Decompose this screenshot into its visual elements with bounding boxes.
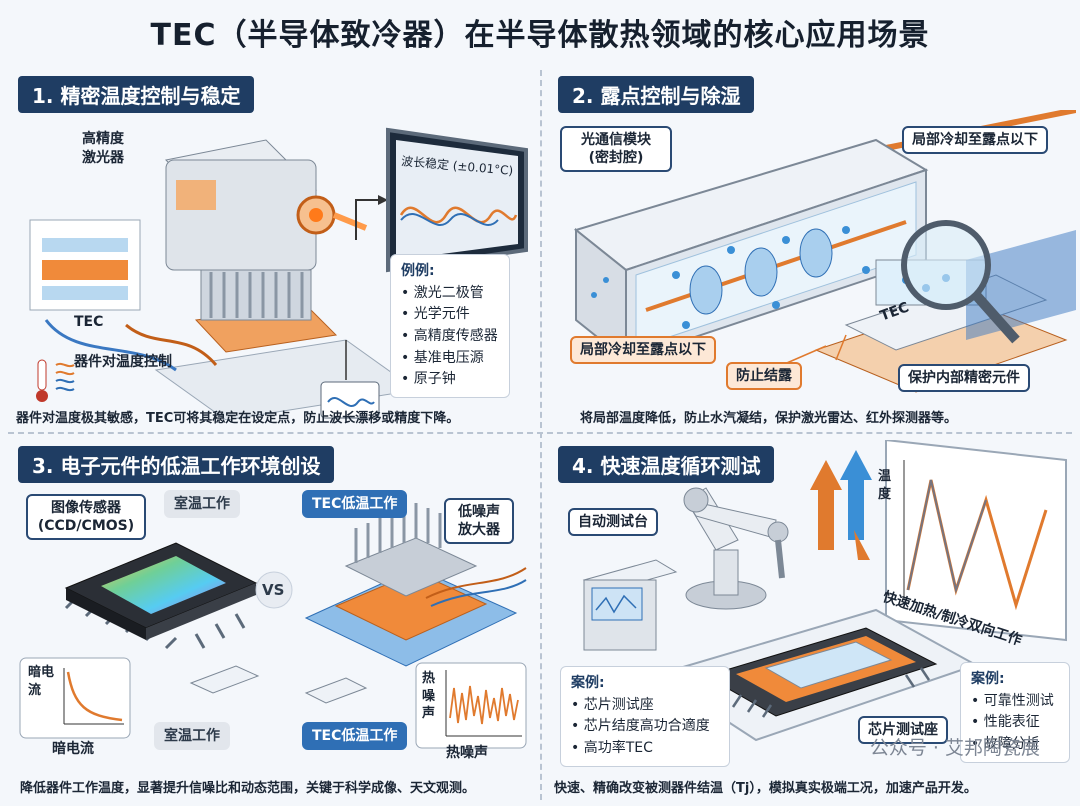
cool-bottom-label: 局部冷却至露点以下	[570, 336, 716, 365]
panel-thermal-cycling: 4. 快速温度循环测试 自动测试台 温度 快速加热/制	[546, 440, 1076, 800]
page-title: TEC（半导体致冷器）在半导体散热领域的核心应用场景	[150, 18, 930, 53]
thermometer-legend: 器件对温度控制	[74, 354, 172, 370]
list-item: 基准电压源	[401, 348, 499, 370]
room-temp-bottom: 室温工作	[154, 722, 230, 751]
test-bench-illustration	[582, 440, 1067, 742]
examples-list: 例例: 激光二极管 光学元件 高精度传感器 基准电压源 原子钟	[390, 254, 510, 399]
protect-label: 保护内部精密元件	[898, 364, 1030, 393]
cases-heading: 案例:	[571, 675, 605, 691]
cases-list: 案例: 芯片测试座 芯片结度高功合適度 高功率TEC	[560, 666, 730, 767]
dark-current-label: 暗电流	[52, 741, 94, 757]
list-item: 激光二极管	[401, 283, 499, 305]
chart-axis-label: 温度	[878, 469, 892, 502]
tec-low-chip: TEC低温工作	[302, 490, 408, 519]
socket-label: 芯片测试座	[858, 716, 948, 745]
panel-caption: 将局部温度降低，防止水汽凝结，保护激光雷达、红外探测器等。	[580, 411, 958, 426]
lna-label: 低噪声 放大器	[444, 498, 514, 545]
dark-current-axis: 暗电流	[28, 665, 55, 698]
thermal-noise-label: 热噪声	[446, 745, 488, 761]
list-item: 可靠性测试	[971, 691, 1059, 713]
watermark: 公众号 · 艾邦陶瓷展	[869, 737, 1040, 759]
horizontal-divider	[8, 432, 1072, 434]
right-cases-list: 案例: 可靠性测试 性能表征 故障分析	[960, 662, 1070, 763]
right-cases-heading: 案例:	[971, 671, 1005, 687]
panel-dew-point: 2. 露点控制与除湿 光通信模块 (密封腔) 局部冷却至露点以下 TEC 局	[546, 70, 1076, 430]
cool-top-label: 局部冷却至露点以下	[902, 126, 1048, 155]
list-item: 高功率TEC	[571, 738, 719, 760]
vertical-divider	[540, 70, 542, 800]
auto-bench-label: 自动测试台	[568, 508, 658, 537]
examples-heading: 例例:	[401, 263, 435, 279]
sensor-illustration	[19, 503, 527, 749]
list-item: 芯片测试座	[571, 695, 719, 717]
tec-label: TEC	[74, 314, 104, 330]
laser-label: 高精度 激光器	[82, 131, 124, 166]
list-item: 故障分析	[971, 734, 1059, 756]
list-item: 光学元件	[401, 304, 499, 326]
panel-caption: 降低器件工作温度，显著提升信噪比和动态范围，关键于科学成像、天文观测。	[20, 781, 476, 796]
sensor-label: 图像传感器 (CCD/CMOS)	[26, 494, 146, 541]
section-title: 1. 精密温度控制与稳定	[18, 76, 255, 113]
section-title: 3. 电子元件的低温工作环境创设	[18, 446, 335, 483]
vs-label: VS	[262, 581, 285, 599]
optical-module-illustration	[573, 110, 1076, 393]
section-title: 2. 露点控制与除湿	[558, 76, 755, 113]
laser-illustration	[29, 127, 528, 420]
module-label: 光通信模块 (密封腔)	[560, 126, 672, 173]
panel-caption: 器件对温度极其敏感，TEC可将其稳定在设定点，防止波长漂移或精度下降。	[16, 411, 460, 426]
list-item: 性能表征	[971, 712, 1059, 734]
panel-caption: 快速、精确改变被测器件结温（Tj），模拟真实极端工况，加速产品开发。	[554, 781, 977, 796]
list-item: 芯片结度高功合適度	[571, 716, 719, 738]
thermal-noise-axis: 热噪声	[422, 671, 436, 722]
tec-low-bottom: TEC低温工作	[302, 722, 408, 751]
list-item: 高精度传感器	[401, 326, 499, 348]
room-temp-chip: 室温工作	[164, 490, 240, 519]
prevent-condensation-label: 防止结露	[726, 362, 802, 391]
list-item: 原子钟	[401, 369, 499, 391]
panel-low-temperature: 3. 电子元件的低温工作环境创设	[6, 440, 536, 800]
panel-precision-temperature: 1. 精密温度控制与稳定 高精度 激光器	[6, 70, 536, 430]
section-title: 4. 快速温度循环测试	[558, 446, 775, 483]
